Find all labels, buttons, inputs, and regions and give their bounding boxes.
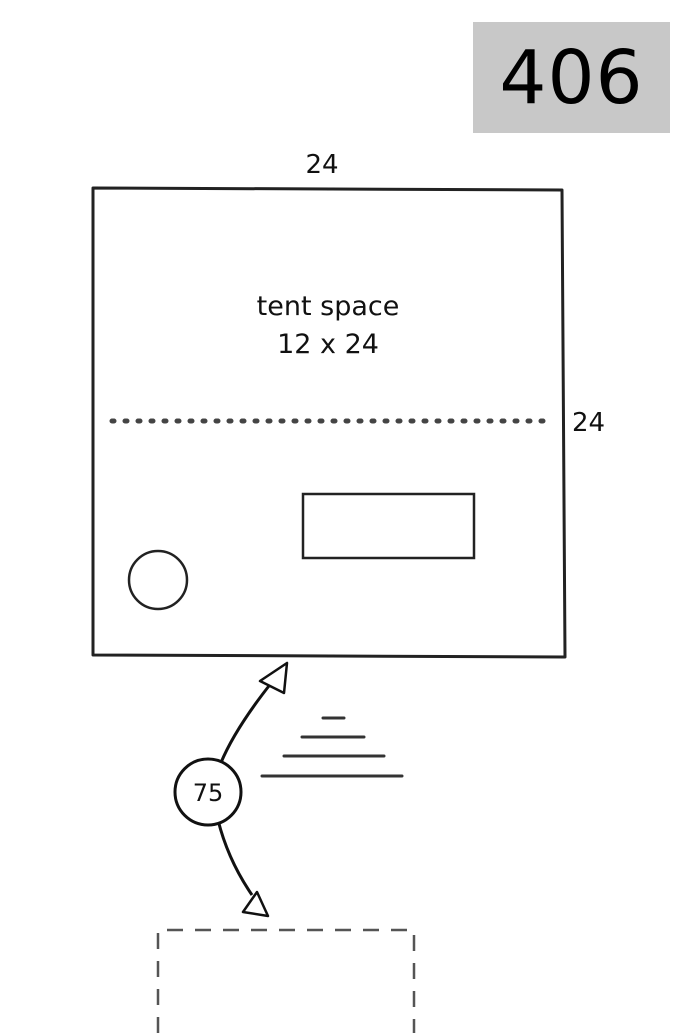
distance-arrow-icon: 75 — [173, 661, 289, 918]
fire-ring-icon — [127, 549, 189, 611]
width-dimension-label: 24 — [305, 150, 339, 180]
picnic-table-icon — [301, 492, 476, 560]
site-number-badge: 406 — [473, 22, 670, 133]
stairs-icon — [260, 716, 404, 778]
campsite-pad-outline — [91, 186, 567, 659]
parking-outline — [156, 928, 416, 1033]
distance-circle — [173, 757, 243, 827]
tent-space-label: tent space 12 x 24 — [92, 288, 564, 364]
tent-space-size: 12 x 24 — [277, 329, 379, 360]
tent-space-title: tent space — [256, 291, 400, 322]
arrowhead-up-icon — [258, 661, 289, 695]
distance-value: 75 — [193, 779, 224, 807]
arrowhead-down-icon — [241, 890, 270, 918]
depth-dimension-label: 24 — [572, 408, 606, 438]
site-number: 406 — [499, 34, 644, 121]
